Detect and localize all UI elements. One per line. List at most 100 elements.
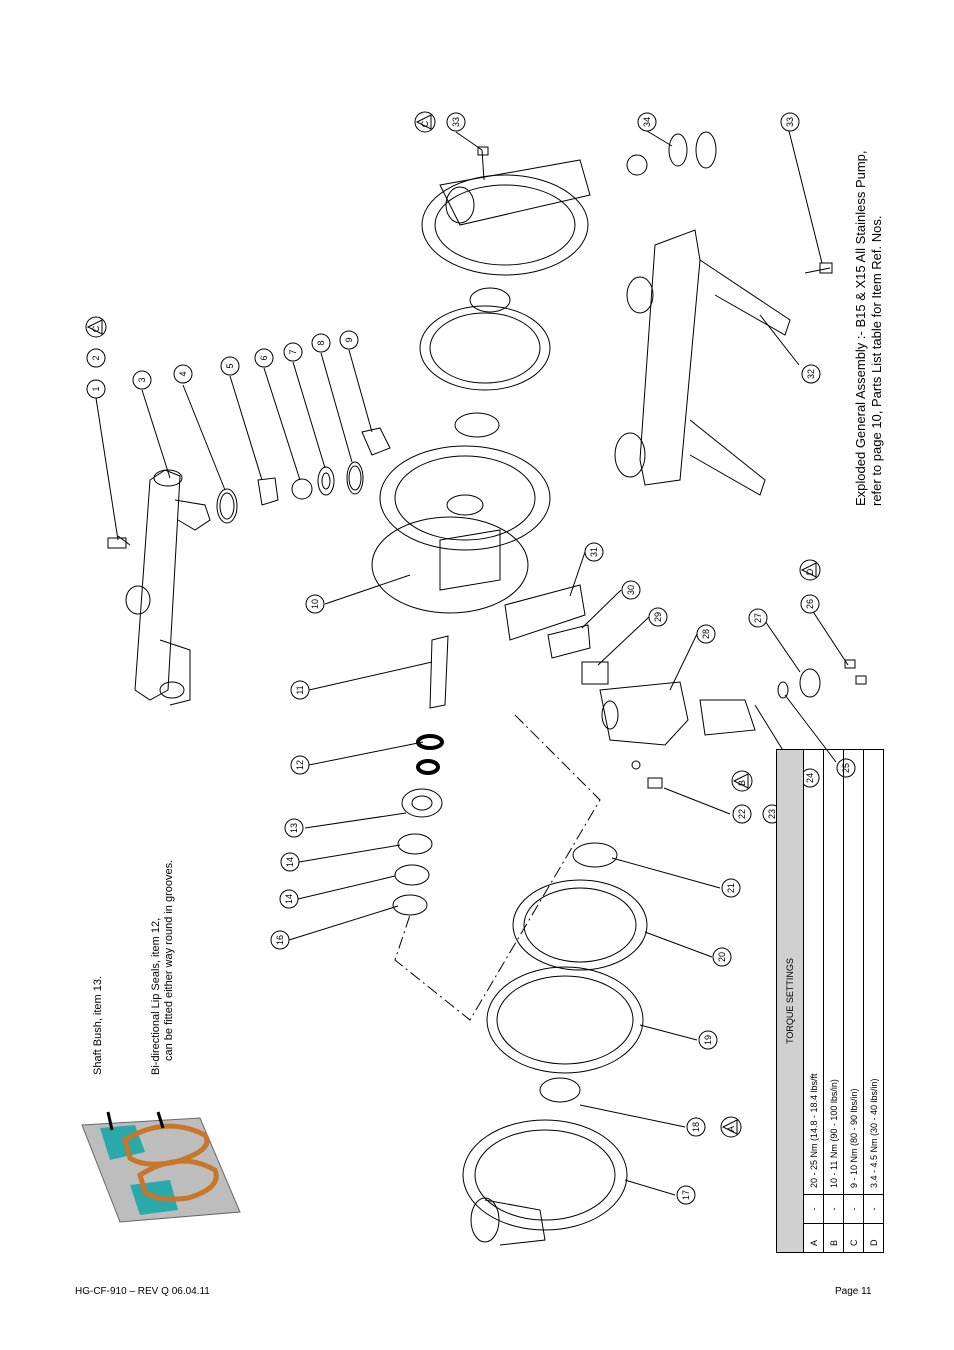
callout-number: 20 bbox=[717, 952, 727, 962]
plate-part bbox=[504, 584, 586, 641]
callout-number: 9 bbox=[344, 337, 354, 342]
lower-manifold-part bbox=[614, 229, 791, 496]
callout-number: 14 bbox=[285, 857, 295, 867]
callout-number: 17 bbox=[681, 1190, 691, 1200]
callout-number: 33 bbox=[451, 117, 461, 127]
block-part bbox=[581, 661, 609, 685]
callout-number: 16 bbox=[275, 935, 285, 945]
ball-part bbox=[291, 478, 313, 500]
callout-number: 32 bbox=[806, 369, 816, 379]
table-row: C-9 - 10 Nm (80 - 90 lbs/in) bbox=[843, 749, 864, 1253]
air-valve-part bbox=[599, 681, 689, 746]
callout-number: 31 bbox=[589, 547, 599, 557]
callout-number: 3 bbox=[137, 377, 147, 382]
circlip-part bbox=[392, 894, 428, 916]
callout-number: 2 bbox=[91, 355, 101, 360]
outer-chamber-part bbox=[462, 1119, 628, 1246]
shaft-part bbox=[429, 635, 449, 709]
plate-part bbox=[547, 624, 591, 659]
center-body-part bbox=[371, 445, 551, 614]
torque-marker-letter: C bbox=[91, 325, 101, 332]
assembly-title-line1: Exploded General Assembly :- B15 & X15 A… bbox=[853, 150, 868, 506]
valve-seat-part bbox=[257, 477, 279, 506]
assembly-title: Exploded General Assembly :- B15 & X15 A… bbox=[853, 150, 885, 506]
spool-part bbox=[699, 699, 756, 736]
torque-letter: C bbox=[843, 1223, 864, 1253]
lip-seal-note-line2: can be fitted either way round in groove… bbox=[163, 859, 175, 1061]
torque-marker-letter: B bbox=[737, 780, 747, 786]
callout-number: 22 bbox=[737, 809, 747, 819]
o-ring-part bbox=[346, 461, 364, 495]
callout-number: 30 bbox=[626, 585, 636, 595]
torque-letter: D bbox=[863, 1223, 884, 1253]
callout-number: 6 bbox=[259, 355, 269, 360]
callout-number: 24 bbox=[805, 773, 815, 783]
valve-part bbox=[361, 427, 391, 456]
torque-dash: - bbox=[843, 1194, 864, 1224]
diaphragm-part bbox=[419, 305, 551, 391]
callout-number: 23 bbox=[767, 809, 777, 819]
ball-part bbox=[626, 154, 648, 176]
torque-dash: - bbox=[803, 1194, 824, 1224]
callout-number: 4 bbox=[178, 371, 188, 376]
callout-number: 14 bbox=[284, 894, 294, 904]
screw-part bbox=[107, 535, 131, 549]
torque-value: 9 - 10 Nm (80 - 90 lbs/in) bbox=[843, 749, 864, 1195]
callout-number: 19 bbox=[703, 1035, 713, 1045]
shaft-bush-cutaway bbox=[81, 1111, 241, 1223]
diaphragm-plate-part bbox=[454, 412, 500, 438]
upper-manifold-part bbox=[125, 469, 211, 706]
torque-settings-table: TORQUE SETTINGS A-20 - 25 Nm (14.8 - 18.… bbox=[776, 749, 884, 1253]
torque-marker-letter: A bbox=[726, 1126, 736, 1132]
lip-seal-part bbox=[416, 759, 440, 775]
callout-number: 33 bbox=[785, 117, 795, 127]
ring-part bbox=[397, 833, 433, 855]
table-row: A-20 - 25 Nm (14.8 - 18.4 lbs/ft bbox=[803, 749, 824, 1253]
lip-seal-note-line1: Bi-directional Lip Seals, item 12, bbox=[150, 917, 162, 1075]
table-row: D-3.4 - 4.5 Nm (30 - 40 lbs/in) bbox=[863, 749, 884, 1253]
callout-number: 5 bbox=[225, 363, 235, 368]
outer-chamber-part bbox=[421, 159, 591, 276]
callout-number: 26 bbox=[805, 599, 815, 609]
assembly-title-line2: refer to page 10, Parts List table for I… bbox=[869, 215, 884, 506]
callout-number: 28 bbox=[701, 629, 711, 639]
torque-table-heading: TORQUE SETTINGS bbox=[776, 749, 804, 1253]
callout-number: 25 bbox=[841, 763, 851, 773]
callout-number: 34 bbox=[642, 117, 652, 127]
torque-value: 10 - 11 Nm (90 - 100 lbs/in) bbox=[823, 749, 844, 1195]
torque-value: 3.4 - 4.5 Nm (30 - 40 lbs/in) bbox=[863, 749, 884, 1195]
shaft-bush-note: Shaft Bush, item 13. bbox=[92, 976, 104, 1075]
document-id: HG-CF-910 – REV Q 06.04.11 bbox=[75, 1286, 210, 1297]
callout-number: 27 bbox=[753, 613, 763, 623]
callout-number: 8 bbox=[316, 340, 326, 345]
lip-seal-part bbox=[416, 734, 444, 750]
torque-letter: B bbox=[823, 1223, 844, 1253]
callout-number: 7 bbox=[288, 349, 298, 354]
page-number: Page 11 bbox=[835, 1286, 872, 1297]
callout-number: 29 bbox=[653, 612, 663, 622]
diaphragm-part bbox=[486, 966, 644, 1074]
diaphragm-part bbox=[512, 879, 648, 971]
callout-number: 1 bbox=[91, 386, 101, 391]
table-row: B-10 - 11 Nm (90 - 100 lbs/in) bbox=[823, 749, 844, 1253]
ring-part bbox=[394, 864, 430, 886]
diaphragm-plate-part bbox=[539, 1077, 581, 1103]
torque-value: 20 - 25 Nm (14.8 - 18.4 lbs/ft bbox=[803, 749, 824, 1195]
torque-dash: - bbox=[863, 1194, 884, 1224]
torque-marker-letter: C bbox=[420, 120, 430, 127]
shaft-bush-note-text: Shaft Bush, item 13. bbox=[92, 975, 104, 1075]
torque-marker-letter: D bbox=[805, 568, 815, 575]
torque-letter: A bbox=[803, 1223, 824, 1253]
callout-number: 13 bbox=[289, 823, 299, 833]
lip-seal-note: Bi-directional Lip Seals, item 12, can b… bbox=[150, 860, 176, 1075]
diaphragm-plate-part bbox=[572, 842, 618, 868]
torque-dash: - bbox=[823, 1194, 844, 1224]
callout-number: 12 bbox=[295, 760, 305, 770]
shaft-bush-part bbox=[401, 788, 443, 818]
callout-number: 11 bbox=[295, 685, 305, 694]
o-ring-part bbox=[317, 466, 335, 496]
callout-number: 10 bbox=[310, 599, 320, 609]
o-ring-part bbox=[216, 488, 238, 524]
